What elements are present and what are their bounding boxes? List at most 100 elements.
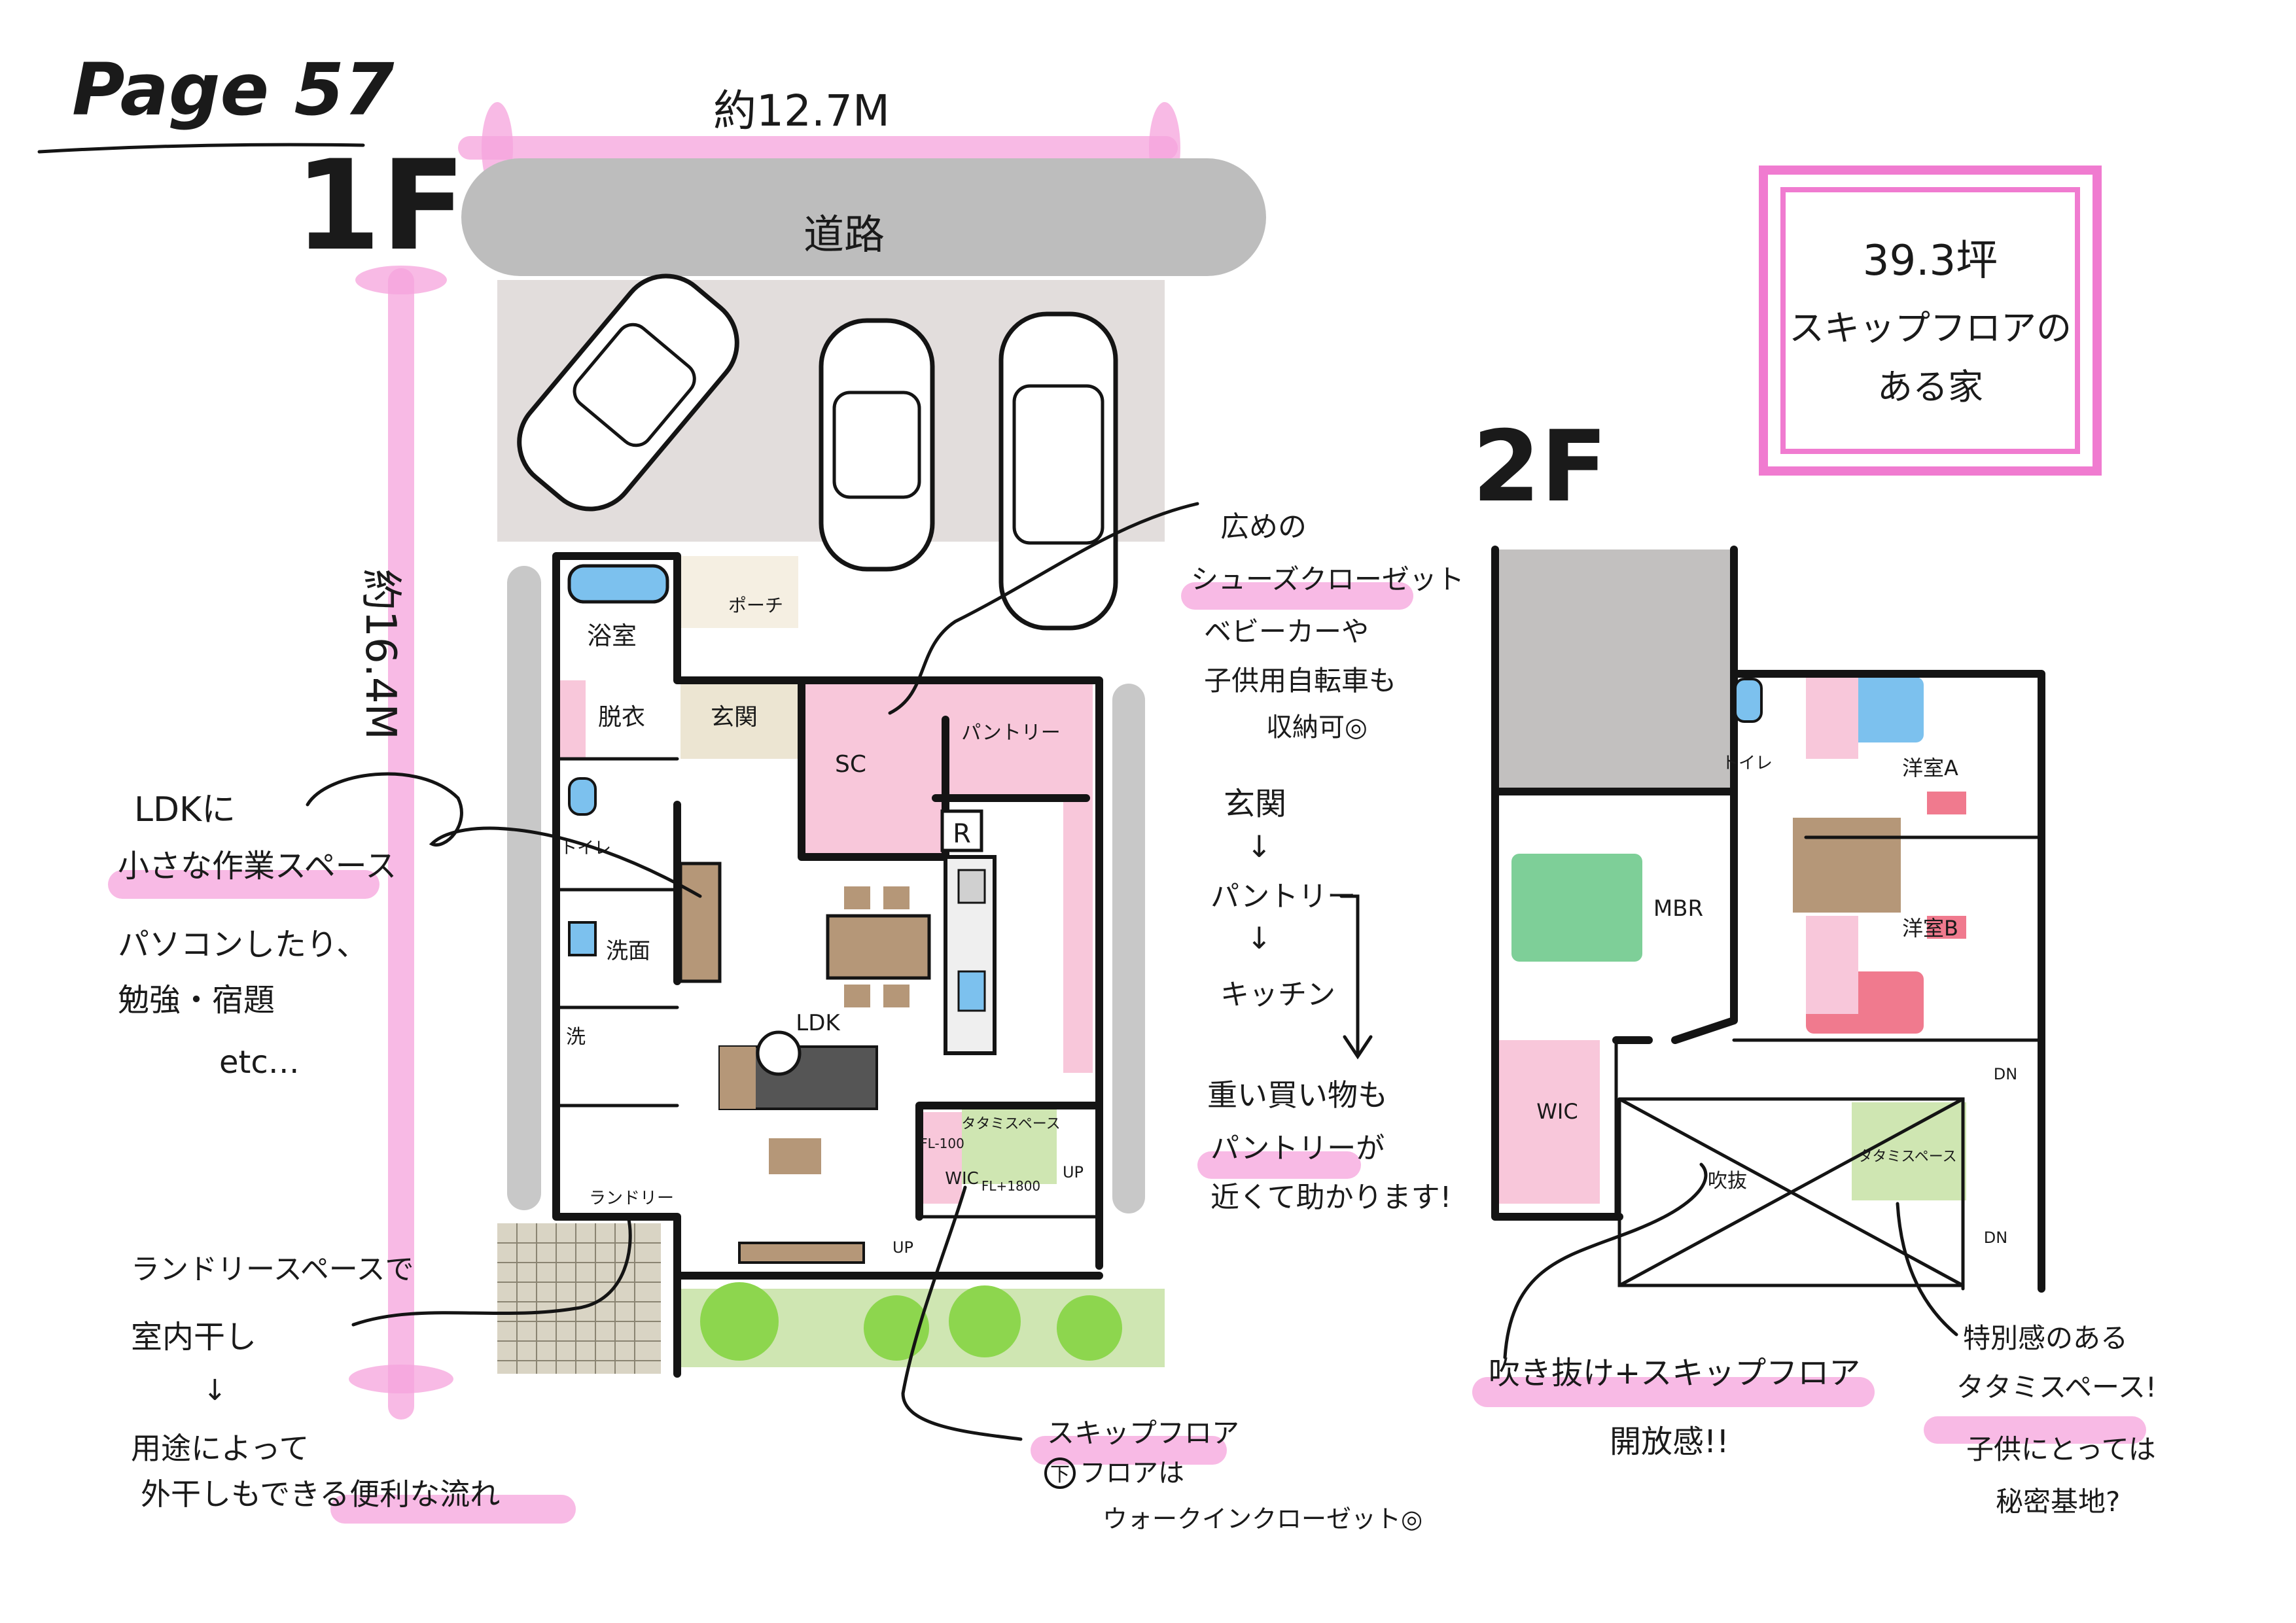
note-laundry-5: 外干しもできる便利な流れ [141, 1476, 500, 1512]
note-ldk-3: パソコンしたり、 [118, 926, 368, 963]
summary-box-outer [1759, 166, 2102, 476]
porch-fill [680, 556, 798, 628]
dressing-pink-strip [559, 680, 586, 759]
note-void-1: 吹き抜け+スキップフロア [1489, 1355, 1860, 1391]
roof-area [1498, 550, 1734, 792]
note-flow-2: パントリー [1210, 880, 1356, 913]
tatami-fill-2f [1852, 1102, 1966, 1200]
garden-shrubs [700, 1282, 1122, 1361]
leader-ldk [306, 772, 702, 898]
note-flow-1: 玄関 [1224, 786, 1286, 822]
note-skip-circle [1044, 1457, 1076, 1489]
stair-up-2: UP [892, 1238, 913, 1257]
note-ldk-4: 勉強・宿題 [118, 982, 275, 1019]
dim-depth-label: 約16.4M [356, 568, 404, 740]
car-angled [517, 273, 739, 512]
note-tatami-4: 秘密基地? [1996, 1486, 2120, 1518]
summary-line1: スキップフロアの [1789, 307, 2072, 349]
hl-laundry [330, 1495, 576, 1524]
summary-box-inner [1780, 187, 2080, 454]
living-sofa [718, 1030, 878, 1264]
room-wash-short: 洗 [566, 1026, 586, 1049]
wic-fill-1f [923, 1112, 962, 1204]
note-laundry-1: ランドリースペースで [131, 1253, 414, 1286]
dim-depth-cap-bottom [349, 1365, 453, 1393]
room2f-tatami: タタミスペース [1858, 1149, 1956, 1165]
hl-ldk [108, 870, 380, 899]
dim-depth-bar [388, 268, 414, 1420]
pantry-fill [936, 680, 1086, 798]
entrance-fill [680, 680, 798, 759]
room-washroom: 洗面 [606, 938, 650, 964]
room-ldk: LDK [796, 1010, 841, 1036]
note-tatami-1: 特別感のある [1963, 1322, 2128, 1354]
stair-up-1: UP [1063, 1163, 1084, 1181]
note-skip-2: 下 [1050, 1463, 1070, 1486]
note-tatami-3: 子供にとっては [1966, 1433, 2156, 1465]
room-porch: ポーチ [728, 595, 783, 616]
side-path-left [507, 566, 541, 1210]
note-void-2: 開放感!! [1610, 1423, 1729, 1460]
closet-a-fill [1806, 674, 1858, 759]
note-flow-4: 重い買い物も [1207, 1077, 1388, 1113]
note-ldk-2: 小さな作業スペース [118, 848, 397, 884]
room-wic-1f: WIC [945, 1169, 979, 1189]
leader-laundry [351, 1215, 632, 1327]
desk-2f [1793, 818, 1901, 913]
floor2-label: 2F [1472, 410, 1608, 524]
road-label: 道路 [804, 211, 885, 258]
arrow-down-1: ↓ [1246, 829, 1272, 864]
corridor-pink-strip [1063, 680, 1093, 1073]
toilet-2f-fixture [1734, 678, 1763, 723]
walls-1f [552, 552, 1103, 1378]
side-path-right [1112, 684, 1145, 1213]
leader-void [1503, 1162, 1708, 1359]
laundry-deck-grid [497, 1223, 661, 1374]
bath-tub [567, 564, 669, 956]
note-shoe-2: シューズクローゼット [1191, 563, 1464, 595]
room2f-void: 吹抜 [1708, 1170, 1747, 1193]
road-shape [461, 158, 1266, 276]
note-ldk-5: etc… [219, 1044, 300, 1081]
dim-width-label: 約12.7M [713, 86, 890, 136]
laundry-deck [497, 1223, 661, 1374]
dim-depth-cap-top [355, 266, 447, 294]
note-shoe-3: ベビーカーや [1204, 616, 1369, 648]
summary-area: 39.3坪 [1863, 237, 1998, 285]
room-pantry: パントリー [961, 722, 1061, 744]
room-tatami-1f: タタミスペース [961, 1116, 1060, 1132]
note-flow-5: パントリーが [1210, 1132, 1385, 1165]
note-shoe-5: 収納可◎ [1266, 712, 1368, 742]
note-tatami-2: タタミスペース! [1956, 1371, 2157, 1403]
hl-flow [1197, 1151, 1361, 1179]
summary-line2: ある家 [1877, 366, 1983, 408]
room-toilet: トイレ [560, 839, 611, 858]
room-laundry: ランドリー [589, 1189, 674, 1208]
tatami-fill-1f [962, 1106, 1057, 1184]
note-shoe-4: 子供用自転車も [1204, 665, 1396, 697]
room2f-a: 洋室A [1902, 756, 1958, 780]
room-fl100: FL-100 [920, 1136, 964, 1151]
note-laundry-2: 室内干し [131, 1319, 256, 1355]
dim-width-bar [458, 136, 1178, 160]
note-ldk-1: LDKに [134, 790, 236, 829]
hl-tatami [1924, 1416, 2146, 1444]
stair-dn-2: DN [1984, 1229, 2007, 1247]
note-laundry-3: ↓ [203, 1374, 227, 1407]
chair-b [1927, 916, 1966, 939]
note-shoe-1: 広めの [1220, 510, 1307, 544]
kitchen-counter [940, 809, 997, 1055]
bed-mbr [1511, 854, 1642, 962]
stair-dn-1: DN [1994, 1065, 2017, 1083]
car-right [998, 311, 1118, 631]
hl-skip [1031, 1436, 1227, 1465]
note-flow-3: キッチン [1220, 978, 1335, 1011]
leader-tatami [1896, 1202, 1958, 1336]
note-laundry-4: 用途によって [131, 1431, 309, 1466]
chair-a [1927, 792, 1966, 814]
hl-void [1472, 1377, 1875, 1407]
hl-shoe [1181, 582, 1413, 610]
closet-b-fill [1806, 916, 1858, 1014]
